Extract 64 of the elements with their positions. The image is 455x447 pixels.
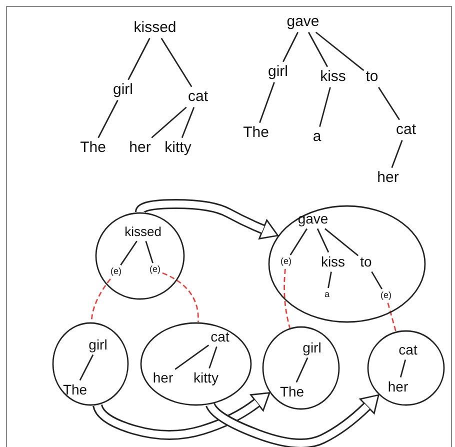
tree-word: girl: [113, 82, 133, 98]
tree-branch: [319, 87, 331, 127]
tree-word: (e): [150, 265, 160, 275]
tree-word: The: [243, 124, 269, 142]
tree-circle: [140, 322, 252, 406]
tree-word: cat: [396, 122, 416, 138]
tree-word: kitty: [194, 370, 218, 386]
tree-branch: [98, 100, 118, 138]
tree-branch: [128, 38, 150, 80]
tree-circle: [268, 205, 426, 323]
tree-word: (e): [380, 291, 392, 301]
tree-word: kiss: [320, 254, 346, 270]
tree-word: her: [377, 170, 399, 186]
tree-word: to: [360, 254, 372, 270]
tree-word: cat: [188, 88, 208, 106]
tree-word: kitty: [164, 140, 192, 156]
tree-word: cat: [398, 342, 418, 358]
tree-circle: [262, 326, 340, 410]
tree-word: girl: [302, 340, 322, 356]
dashed-link: [387, 302, 396, 332]
tree-word: a: [312, 128, 322, 146]
tree-branch: [282, 32, 298, 62]
tree-branch: [324, 228, 359, 256]
tree-circle: [52, 322, 129, 406]
tree-branch: [145, 240, 154, 264]
tree-branch: [315, 32, 364, 71]
tree-word: kissed: [124, 224, 162, 240]
tree-word: (e): [280, 257, 292, 267]
tree-branch: [181, 107, 195, 138]
tree-word: a: [324, 290, 330, 300]
tree-branch: [308, 32, 328, 68]
tree-word: (e): [110, 267, 122, 277]
tree-branch: [378, 86, 400, 120]
tree-circle: [95, 212, 185, 300]
dashed-link: [284, 268, 290, 328]
tree-branch: [316, 228, 330, 253]
tree-word: The: [280, 384, 304, 400]
tree-word: her: [129, 140, 151, 156]
tree-branch: [296, 357, 308, 383]
tree-branch: [120, 240, 138, 266]
tree-word: girl: [268, 64, 288, 80]
tree-branch: [400, 360, 406, 378]
tree-word: The: [80, 140, 106, 156]
tree-branch: [174, 344, 210, 370]
tree-branch: [151, 106, 187, 138]
tree-word: The: [62, 382, 88, 398]
tree-word: girl: [88, 337, 108, 353]
tree-branch: [328, 272, 332, 288]
tree-branch: [259, 82, 275, 123]
tree-word: gave: [286, 14, 320, 30]
tree-word: kissed: [134, 20, 176, 36]
tree-word: gave: [298, 211, 328, 227]
tree-branch: [208, 346, 218, 369]
tree-word: kiss: [320, 68, 346, 86]
tree-branch: [290, 228, 308, 256]
tree-branch: [371, 271, 383, 290]
tree-branch: [160, 38, 192, 88]
tree-word: cat: [210, 329, 230, 345]
tree-branch: [391, 140, 403, 168]
tree-circle: [367, 330, 445, 406]
tree-word: to: [366, 68, 378, 86]
tree-word: her: [152, 370, 174, 386]
tree-word: her: [388, 379, 408, 395]
dashed-link: [162, 272, 199, 322]
